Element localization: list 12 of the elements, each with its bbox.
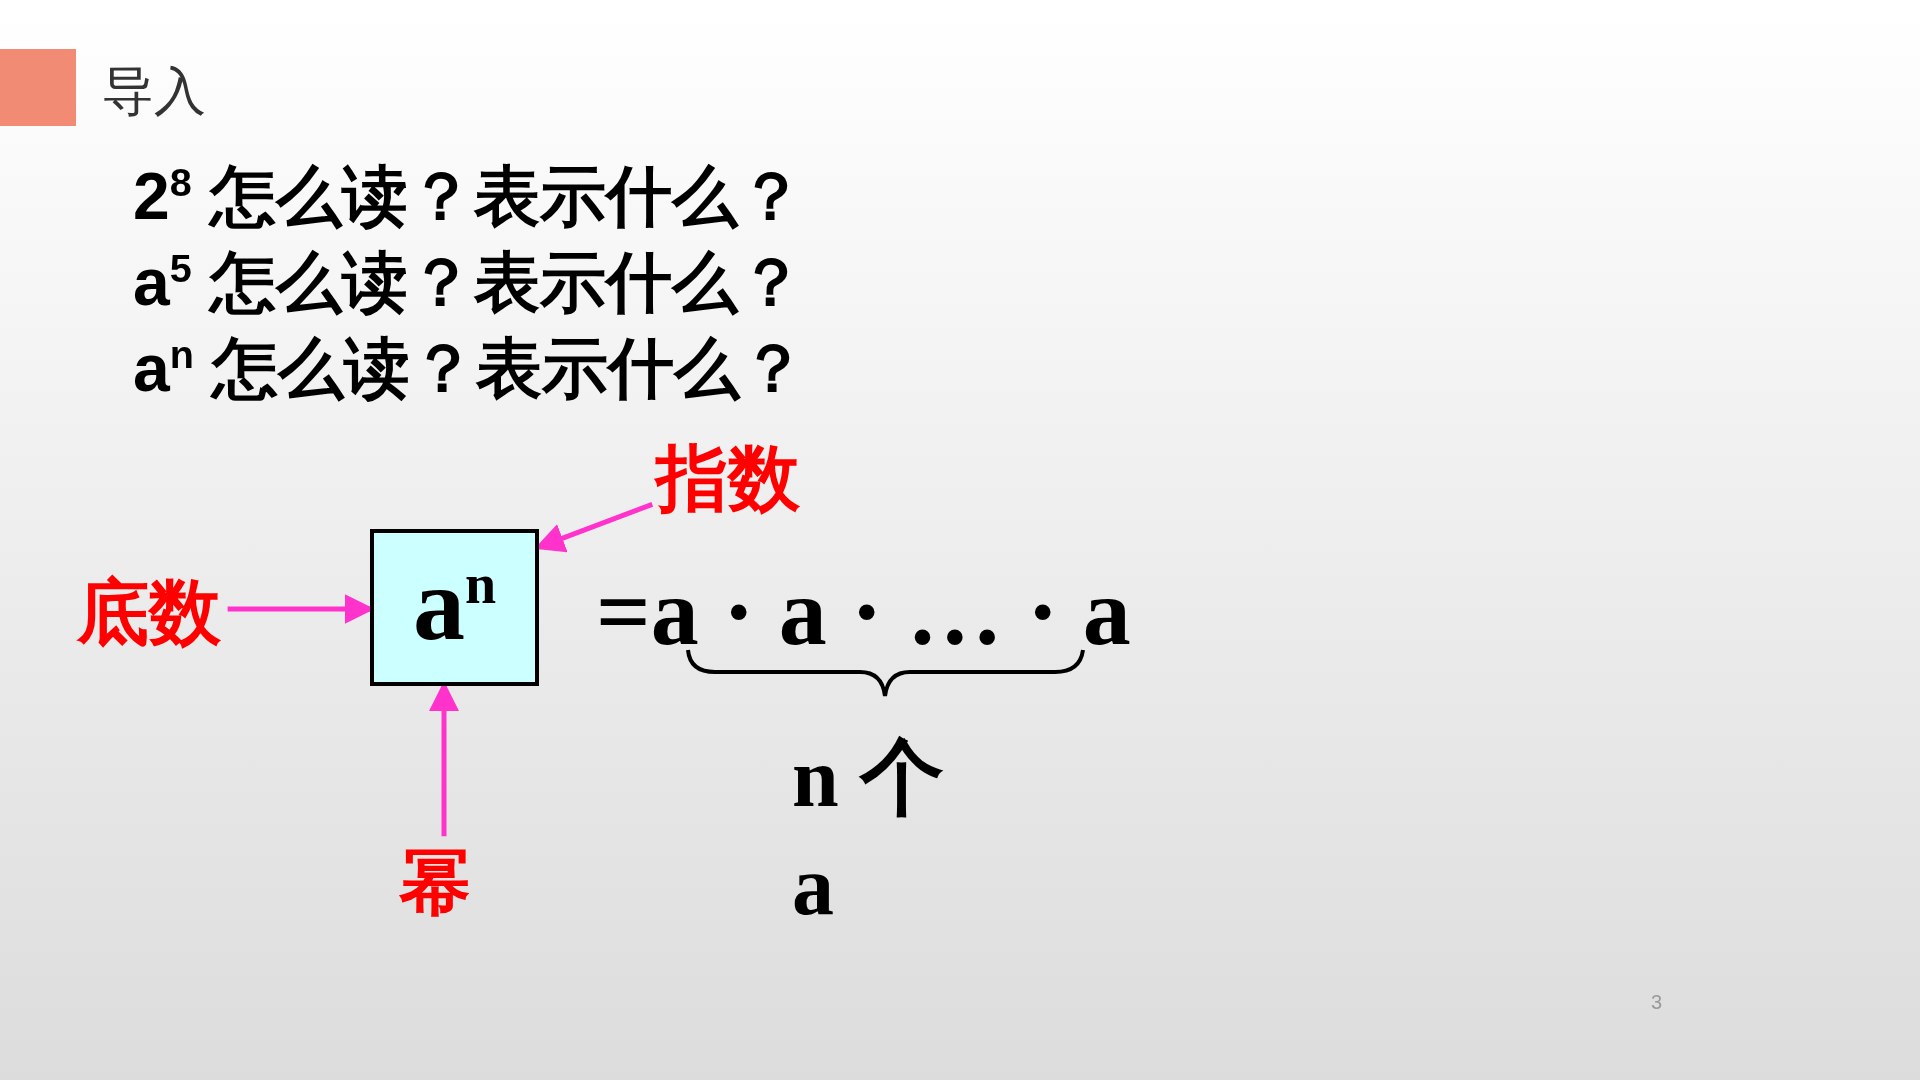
- term-label: 幂: [399, 842, 471, 922]
- question-text: a$^{n}$ 怎么读？表示什么？: [133, 330, 807, 406]
- section-heading: 导入: [0, 49, 206, 126]
- expansion-formula: =a · a · … · a: [596, 560, 1131, 664]
- base-label: a: [792, 838, 834, 934]
- term-box: a$^{n}$: [370, 529, 539, 686]
- question-text: a$^{5}$ 怎么读？表示什么？: [133, 244, 805, 320]
- question-text: 2$^{8}$ 怎么读？表示什么？: [133, 158, 805, 234]
- count-label: n 个: [792, 730, 944, 826]
- page-number: 3: [1651, 990, 1663, 1014]
- term-label: 指数: [656, 438, 800, 518]
- term-label: 底数: [77, 572, 221, 652]
